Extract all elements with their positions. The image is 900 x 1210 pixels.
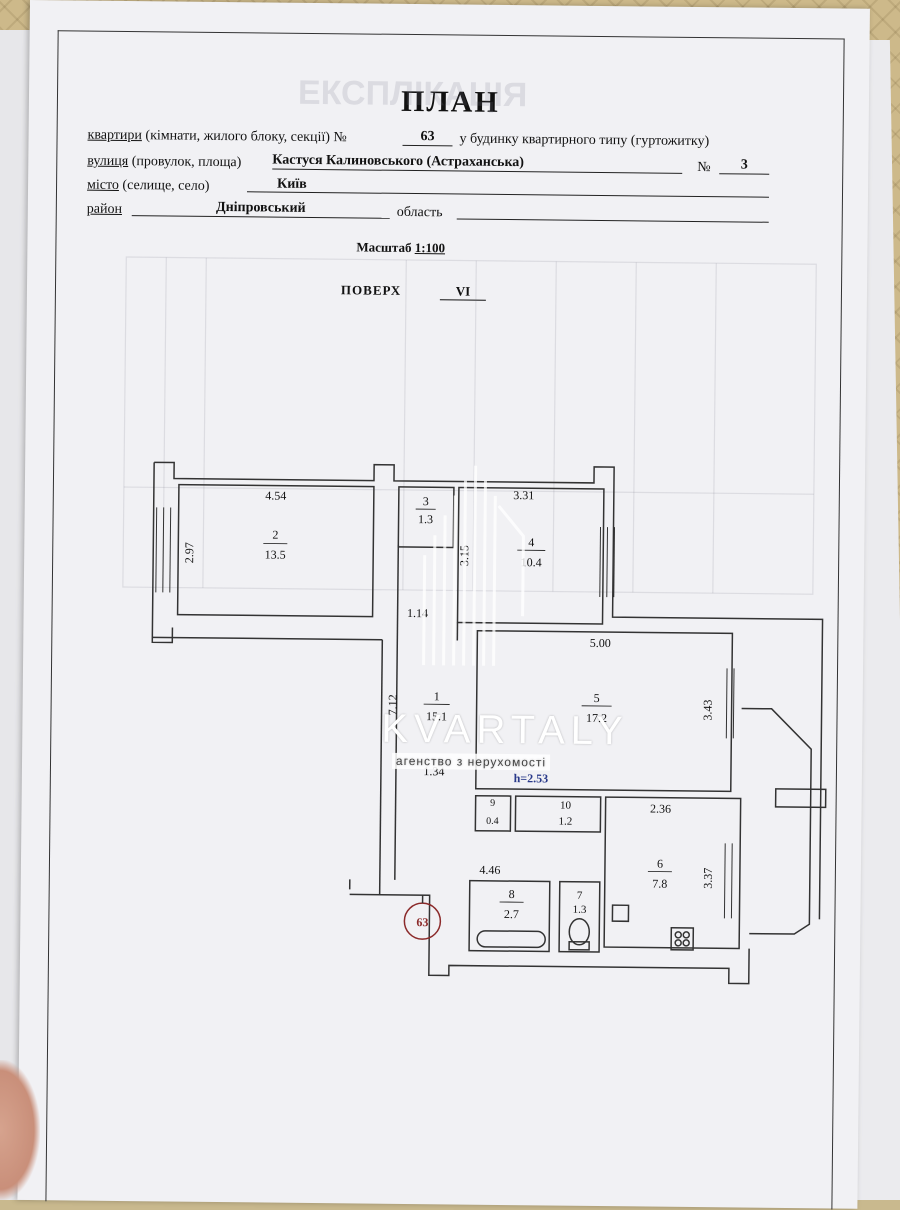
room-6-number: 6 bbox=[657, 857, 663, 871]
dimension-label: 2.97 bbox=[182, 542, 196, 563]
dimension-label: 3.37 bbox=[701, 868, 715, 889]
room-8-number: 8 bbox=[509, 887, 515, 901]
document-page: ПЛАН квартири (кімнати, жилого блоку, се… bbox=[17, 0, 870, 1209]
room-2-area: 13.5 bbox=[265, 547, 286, 561]
dimension-label: 2.36 bbox=[650, 802, 671, 816]
dimension-label: 4.54 bbox=[265, 488, 286, 502]
watermark-brand: KVARTALY bbox=[381, 707, 561, 754]
dimension-label: 3.43 bbox=[700, 700, 714, 721]
room-9-number: 9 bbox=[490, 798, 495, 809]
dimension-label: 3.31 bbox=[513, 488, 534, 502]
page-frame: ПЛАН квартири (кімнати, жилого блоку, се… bbox=[45, 30, 844, 1209]
ceiling-height-note: h=2.53 bbox=[514, 771, 549, 785]
room-1-number: 1 bbox=[434, 689, 440, 703]
watermark-logo bbox=[422, 465, 524, 666]
apartment-marker-number: 63 bbox=[416, 915, 428, 929]
room-7-area: 1.3 bbox=[573, 904, 587, 916]
room-3-area: 1.3 bbox=[418, 512, 433, 526]
room-10-area: 1.2 bbox=[558, 816, 572, 828]
watermark: KVARTALY агенство з нерухомості bbox=[381, 707, 562, 772]
dimension-label: 5.00 bbox=[590, 636, 611, 650]
room-8-area: 2.7 bbox=[504, 907, 519, 921]
floor-plan: 2 13.5 3 1.3 4 10.4 1 15.1 5 17.2 9 0.4 … bbox=[46, 31, 843, 1209]
room-7-number: 7 bbox=[577, 890, 583, 902]
room-5-number: 5 bbox=[594, 691, 600, 705]
finger-edge bbox=[0, 1060, 40, 1200]
watermark-tagline: агенство з нерухомості bbox=[392, 753, 550, 771]
room-4-number: 4 bbox=[528, 535, 534, 549]
dimension-label: 4.46 bbox=[479, 863, 500, 877]
room-10-number: 10 bbox=[560, 800, 572, 812]
room-6-area: 7.8 bbox=[652, 877, 667, 891]
room-3-number: 3 bbox=[423, 494, 429, 508]
room-2-number: 2 bbox=[272, 528, 278, 542]
room-9-area: 0.4 bbox=[486, 816, 499, 827]
